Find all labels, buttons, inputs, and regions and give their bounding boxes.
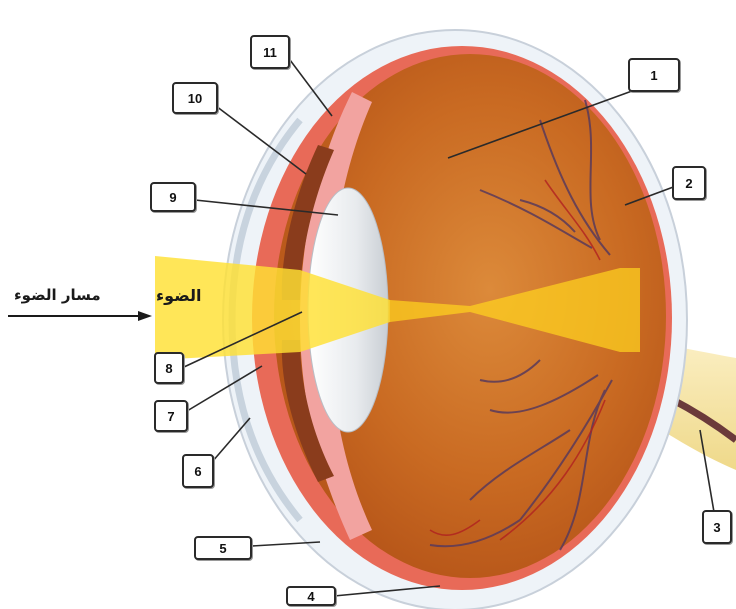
label-1: 1 <box>628 58 680 92</box>
arrow-head <box>138 311 152 321</box>
label-5: 5 <box>194 536 252 560</box>
label-10: 10 <box>172 82 218 114</box>
light-word: الضوء <box>156 286 201 305</box>
label-11: 11 <box>250 35 290 69</box>
label-6: 6 <box>182 454 214 488</box>
label-3: 3 <box>702 510 732 544</box>
label-9: 9 <box>150 182 196 212</box>
label-8: 8 <box>154 352 184 384</box>
light-path-label: مسار الضوء <box>14 286 101 304</box>
label-7: 7 <box>154 400 188 432</box>
label-2: 2 <box>672 166 706 200</box>
label-4: 4 <box>286 586 336 606</box>
